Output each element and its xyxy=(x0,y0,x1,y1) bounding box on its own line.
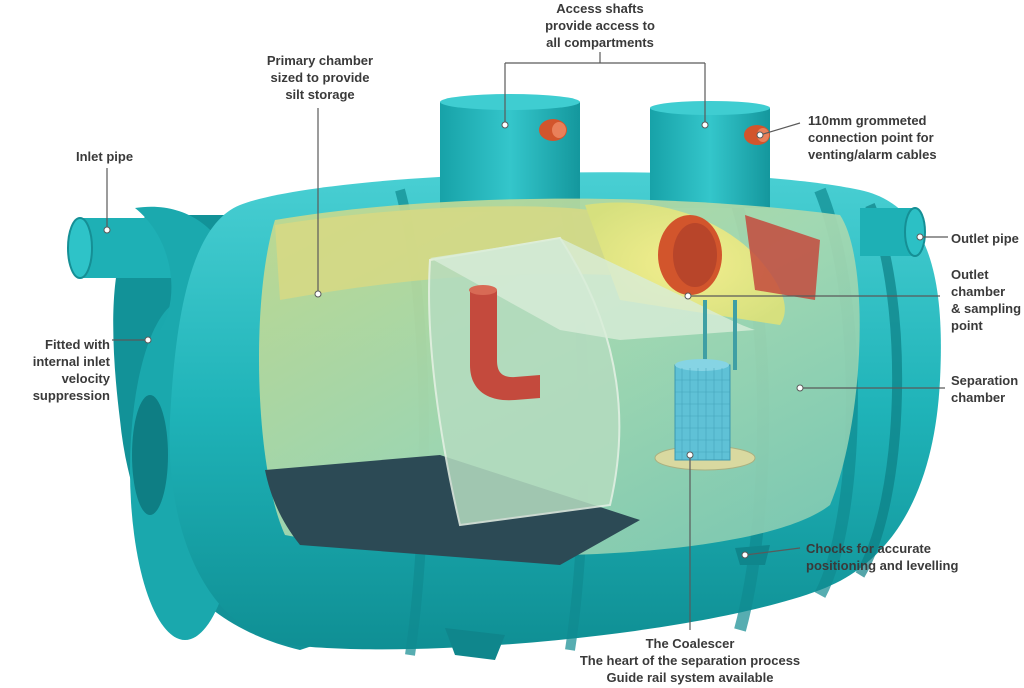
tank-interior-cutaway xyxy=(258,198,860,565)
label-access-shafts: Access shafts provide access to all comp… xyxy=(545,1,655,50)
leader-dots xyxy=(103,121,924,559)
label-grommeted-connection: 110mm grommeted connection point for ven… xyxy=(808,113,937,162)
label-separation-chamber: Separation chamber xyxy=(951,373,1019,405)
label-outlet-chamber: Outlet chamber & sampling point xyxy=(951,267,1022,333)
label-outlet-pipe: Outlet pipe xyxy=(951,231,1019,246)
label-primary-chamber: Primary chamber sized to provide silt st… xyxy=(266,53,374,102)
outlet-pipe xyxy=(860,207,926,257)
support-chocks xyxy=(445,545,770,660)
leader-lines xyxy=(106,52,948,630)
grommet-left-icon xyxy=(539,119,567,141)
label-inlet-pipe: Inlet pipe xyxy=(76,149,134,164)
label-coalescer: The Coalescer The heart of the separatio… xyxy=(579,636,801,685)
access-shaft-left xyxy=(440,94,580,212)
label-chocks: Chocks for accurate positioning and leve… xyxy=(806,541,959,573)
coalescer-unit xyxy=(654,300,756,471)
access-shaft-right xyxy=(650,101,770,208)
label-inlet-velocity: Fitted with internal inlet velocity supp… xyxy=(32,337,110,403)
